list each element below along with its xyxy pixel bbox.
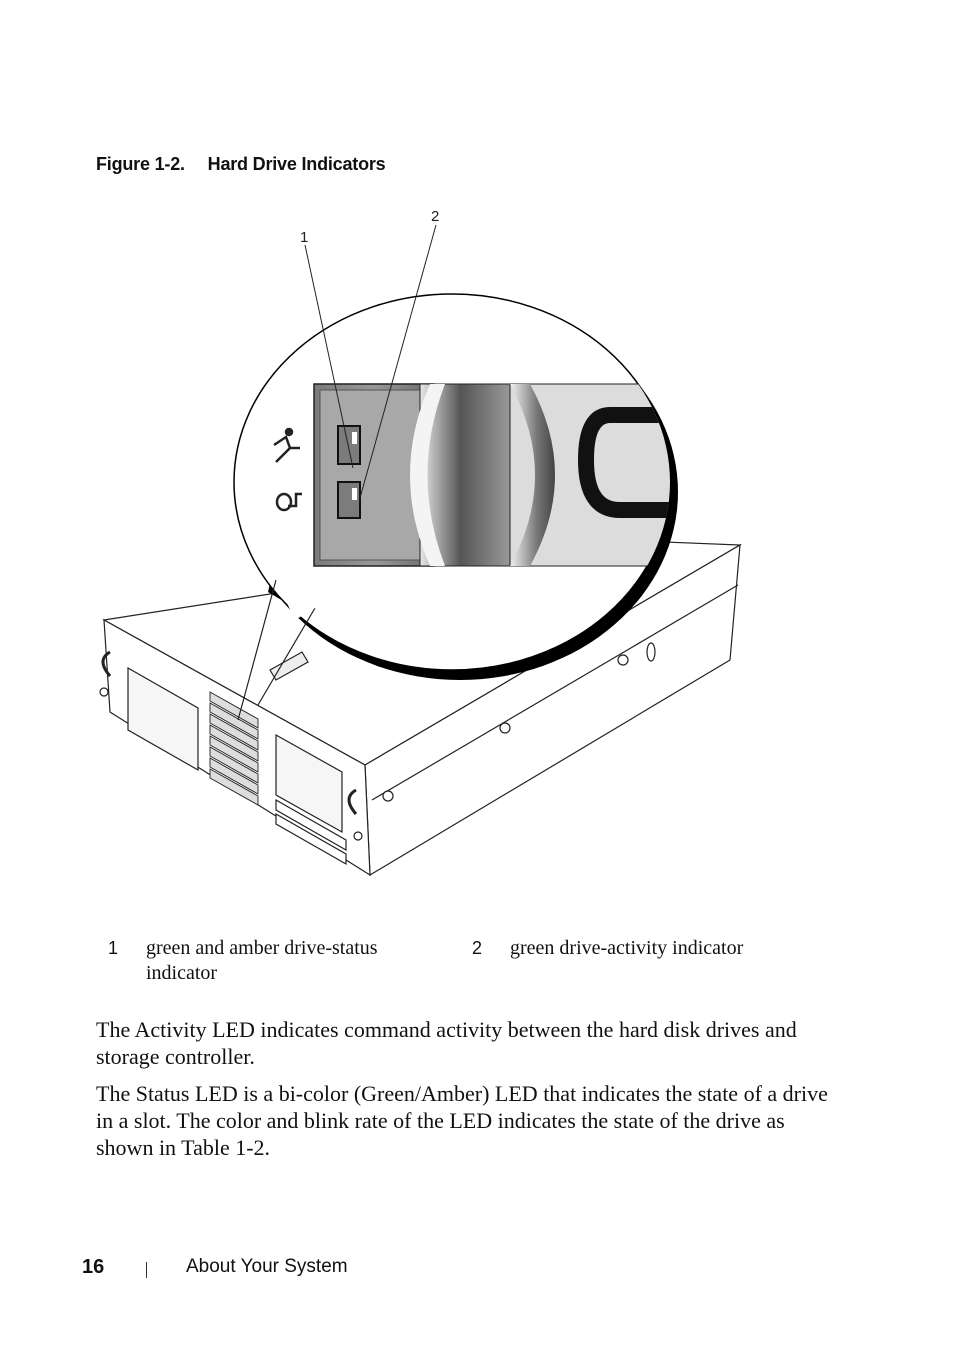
section-title: About Your System — [186, 1256, 348, 1277]
callout-text: green drive-activity indicator — [510, 937, 744, 959]
hard-drive-indicators-illustration: 1 2 — [99, 208, 743, 877]
activity-icon — [273, 427, 300, 463]
paragraph-activity-led: The Activity LED indicates command activ… — [96, 1017, 797, 1069]
callout-text: green and amber drive-status indicator — [146, 937, 378, 984]
figure-caption: Figure 1-2. Hard Drive Indicators — [96, 154, 386, 175]
figure-title: Hard Drive Indicators — [207, 154, 386, 174]
leader-line-2 — [359, 224, 437, 499]
paragraph-status-led: The Status LED is a bi-color (Green/Ambe… — [96, 1081, 828, 1160]
magnified-drive-carrier — [233, 293, 678, 721]
callout-number: 2 — [472, 938, 483, 958]
callout-label-1: 1 — [300, 229, 308, 246]
drive-status-led — [337, 425, 361, 465]
leader-line-1 — [304, 244, 354, 469]
footer-separator — [146, 1262, 147, 1278]
figure-number: Figure 1-2. — [96, 154, 185, 174]
callout-label-2: 2 — [431, 208, 439, 225]
page-number: 16 — [82, 1256, 105, 1278]
drive-bays — [209, 691, 259, 806]
callout-number: 1 — [108, 938, 119, 958]
status-icon — [275, 492, 302, 512]
